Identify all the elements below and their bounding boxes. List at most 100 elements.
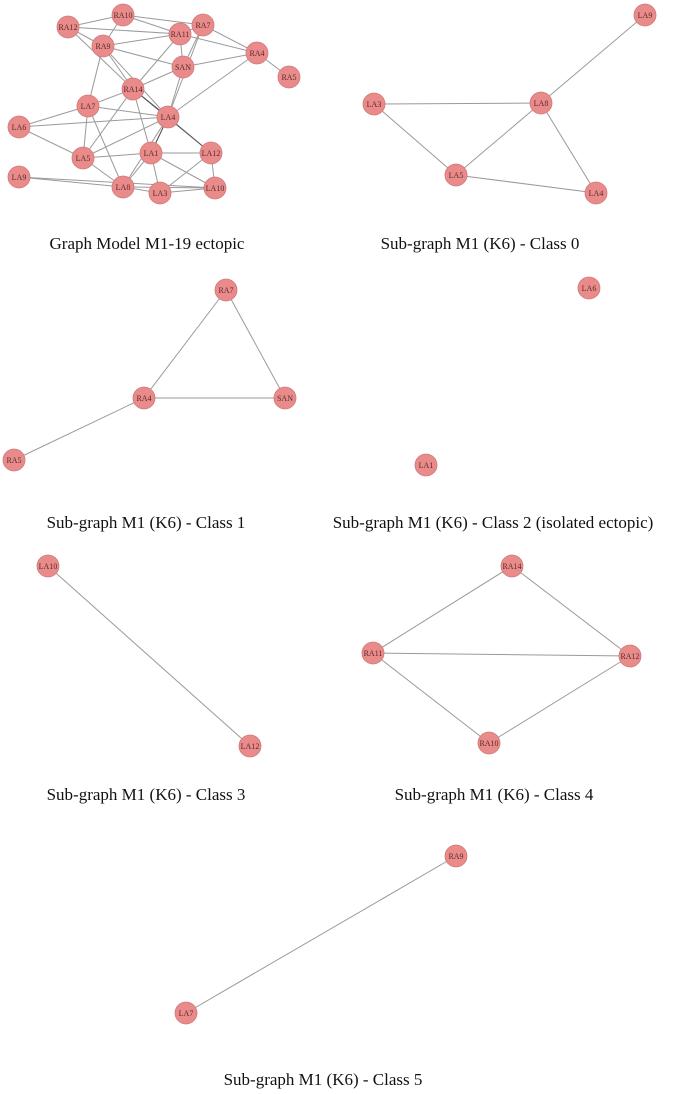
node-RA11: RA11 (361, 641, 385, 665)
edge-LA7-LA6 (18, 105, 89, 128)
node-circle (444, 844, 468, 868)
edge-RA10-RA12 (488, 655, 631, 744)
node-label: RA7 (218, 286, 233, 295)
node-circle (362, 92, 386, 116)
node-LA3: LA3 (148, 181, 172, 205)
panel-caption: Sub-graph M1 (K6) - Class 2 (isolated ec… (333, 513, 654, 532)
node-label: LA5 (76, 154, 91, 163)
node-label: LA1 (419, 461, 434, 470)
panel-caption: Sub-graph M1 (K6) - Class 3 (47, 785, 246, 804)
node-label: LA4 (589, 189, 604, 198)
edge-LA4-LA5 (82, 116, 169, 159)
edge-RA14-RA12 (511, 565, 631, 657)
edge-RA9-SAN (102, 45, 184, 68)
panel-caption: Graph Model M1-19 ectopic (50, 234, 245, 253)
node-circle (71, 146, 95, 170)
node-circle (36, 554, 60, 578)
node-circle (7, 165, 31, 189)
edge-RA12-RA11 (67, 26, 181, 35)
node-circle (156, 105, 180, 129)
node-label: LA6 (12, 123, 27, 132)
node-circle (214, 278, 238, 302)
node-LA1: LA1 (139, 141, 163, 165)
node-circle (76, 94, 100, 118)
node-label: LA6 (582, 284, 597, 293)
node-circle (633, 3, 657, 27)
node-LA6: LA6 (577, 276, 601, 300)
node-circle (56, 15, 80, 39)
node-label: RA14 (123, 85, 142, 94)
panel-caption: Sub-graph M1 (K6) - Class 4 (395, 785, 594, 804)
node-circle (191, 13, 215, 37)
node-LA5: LA5 (444, 163, 468, 187)
edge-RA10-RA7 (122, 14, 204, 26)
node-RA14: RA14 (121, 77, 145, 101)
node-circle (477, 731, 501, 755)
edge-RA11-RA12 (372, 652, 631, 657)
node-label: LA10 (39, 562, 58, 571)
edge-LA7-LA8 (87, 105, 124, 188)
node-label: RA12 (58, 23, 77, 32)
node-label: LA9 (638, 11, 653, 20)
node-LA10: LA10 (36, 554, 60, 578)
node-LA9: LA9 (7, 165, 31, 189)
node-label: RA10 (113, 11, 132, 20)
node-circle (273, 386, 297, 410)
node-label: RA12 (620, 652, 639, 661)
node-circle (139, 141, 163, 165)
node-RA10: RA10 (477, 731, 501, 755)
node-circle (111, 3, 135, 27)
node-LA10: LA10 (203, 176, 227, 200)
node-label: RA4 (249, 49, 264, 58)
node-circle (7, 115, 31, 139)
node-SAN: SAN (273, 386, 297, 410)
edge-LA6-LA5 (18, 126, 84, 159)
node-label: LA7 (81, 102, 96, 111)
node-circle (111, 175, 135, 199)
node-circle (199, 141, 223, 165)
node-label: LA8 (116, 183, 131, 192)
node-RA10: RA10 (111, 3, 135, 27)
node-circle (444, 163, 468, 187)
node-LA7: LA7 (76, 94, 100, 118)
edge-LA8-LA4 (540, 102, 597, 194)
node-RA12: RA12 (56, 15, 80, 39)
edge-LA3-LA5 (373, 103, 457, 176)
node-label: LA4 (161, 113, 176, 122)
node-circle (171, 55, 195, 79)
node-RA12: RA12 (618, 644, 642, 668)
node-circle (168, 22, 192, 46)
panel-caption: Sub-graph M1 (K6) - Class 0 (381, 234, 580, 253)
node-circle (584, 181, 608, 205)
edge-RA11-RA10 (372, 652, 490, 744)
node-LA12: LA12 (238, 734, 262, 758)
node-circle (618, 644, 642, 668)
node-SAN: SAN (171, 55, 195, 79)
panel-caption: Sub-graph M1 (K6) - Class 5 (224, 1070, 423, 1089)
node-RA7: RA7 (214, 278, 238, 302)
node-circle (203, 176, 227, 200)
edge-RA12-RA14 (67, 26, 134, 90)
node-label: RA9 (95, 42, 110, 51)
node-RA4: RA4 (132, 386, 156, 410)
edge-RA7-RA4 (143, 289, 227, 399)
node-LA4: LA4 (156, 105, 180, 129)
node-label: RA4 (136, 394, 151, 403)
edge-RA4-RA5 (13, 397, 145, 461)
node-label: LA10 (206, 184, 225, 193)
edge-RA9-LA7 (185, 855, 457, 1014)
node-circle (174, 1001, 198, 1025)
node-RA5: RA5 (2, 448, 26, 472)
edge-RA14-RA11 (372, 565, 513, 654)
node-label: LA3 (153, 189, 168, 198)
node-label: LA9 (12, 173, 27, 182)
node-circle (277, 65, 301, 89)
node-LA7: LA7 (174, 1001, 198, 1025)
edge-RA7-SAN (225, 289, 286, 399)
node-circle (2, 448, 26, 472)
node-LA8: LA8 (111, 175, 135, 199)
node-RA14: RA14 (500, 554, 524, 578)
